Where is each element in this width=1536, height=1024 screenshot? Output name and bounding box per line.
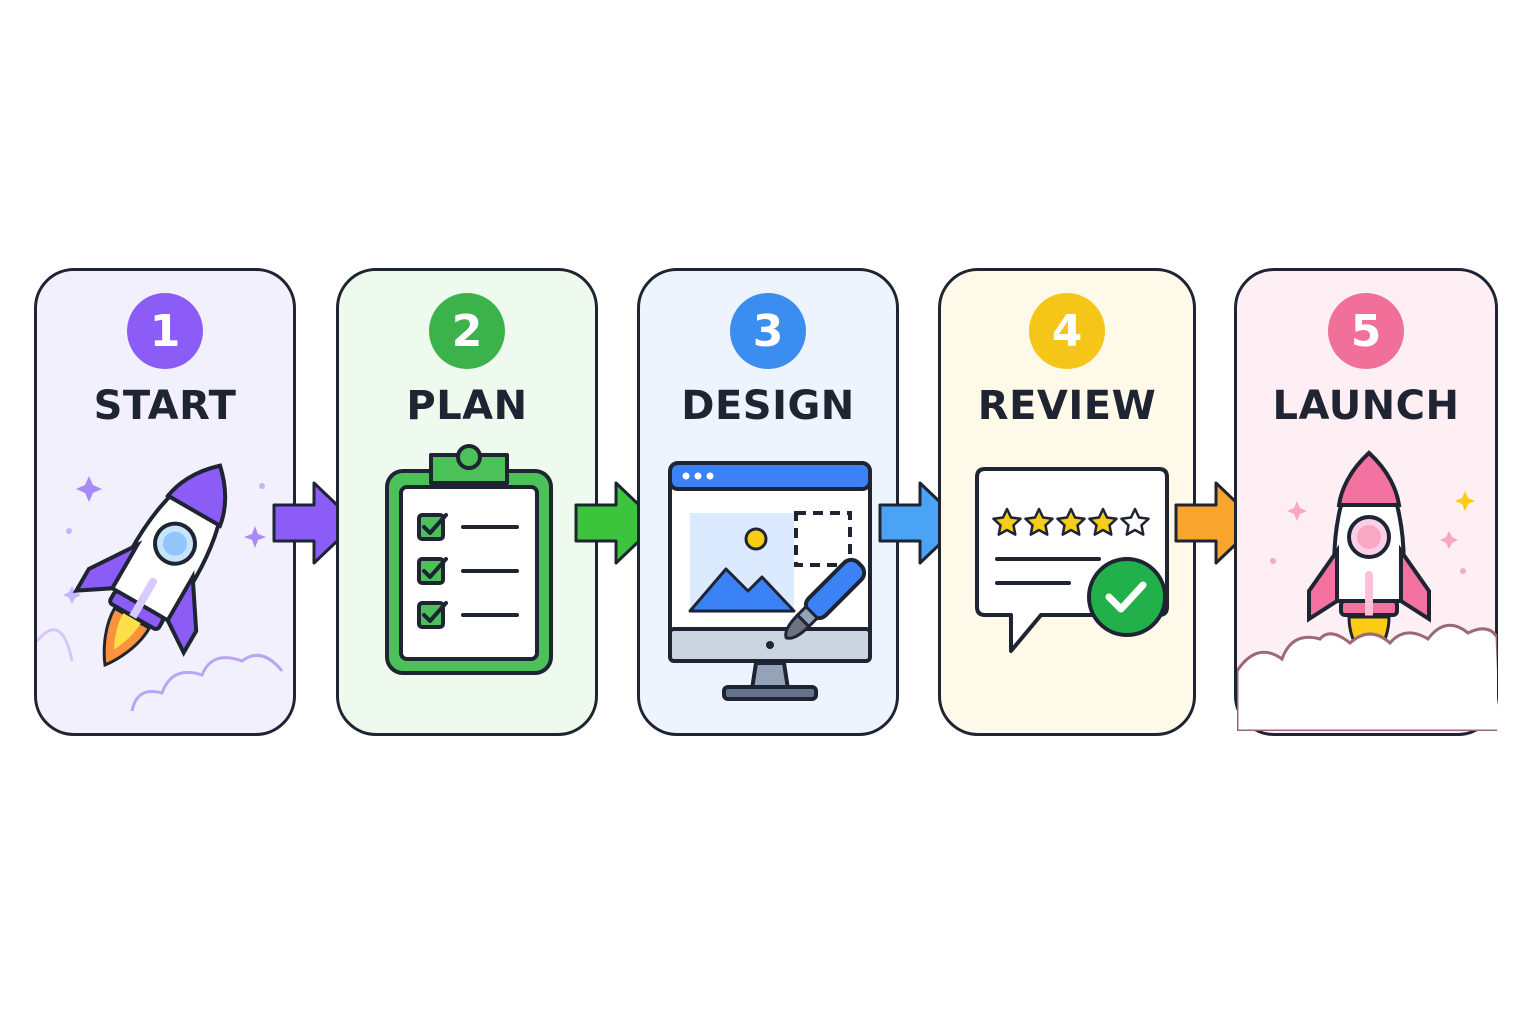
step-number-badge: 4 — [1029, 293, 1105, 369]
step-label: PLAN — [406, 383, 528, 429]
launch-rocket-icon — [1237, 450, 1497, 731]
step-label: LAUNCH — [1272, 383, 1460, 429]
step-label: START — [93, 383, 237, 429]
step-number-badge: 1 — [127, 293, 203, 369]
clipboard-checklist-icon — [385, 444, 553, 675]
step-card-start: 1 START — [34, 268, 296, 736]
design-monitor-icon — [668, 461, 872, 701]
step-label: DESIGN — [681, 383, 855, 429]
arrow-right-icon — [272, 481, 358, 565]
review-stars-icon — [975, 467, 1169, 653]
step-card-review: 4 REVIEW — [938, 268, 1196, 736]
step-card-launch: 5 LAUNCH — [1234, 268, 1498, 736]
step-number-badge: 2 — [429, 293, 505, 369]
step-label: REVIEW — [977, 383, 1157, 429]
step-number-badge: 5 — [1328, 293, 1404, 369]
step-number-badge: 3 — [730, 293, 806, 369]
step-card-plan: 2 PLAN — [336, 268, 598, 736]
step-card-design: 3 DESIGN — [637, 268, 899, 736]
rocket-icon — [37, 463, 284, 712]
